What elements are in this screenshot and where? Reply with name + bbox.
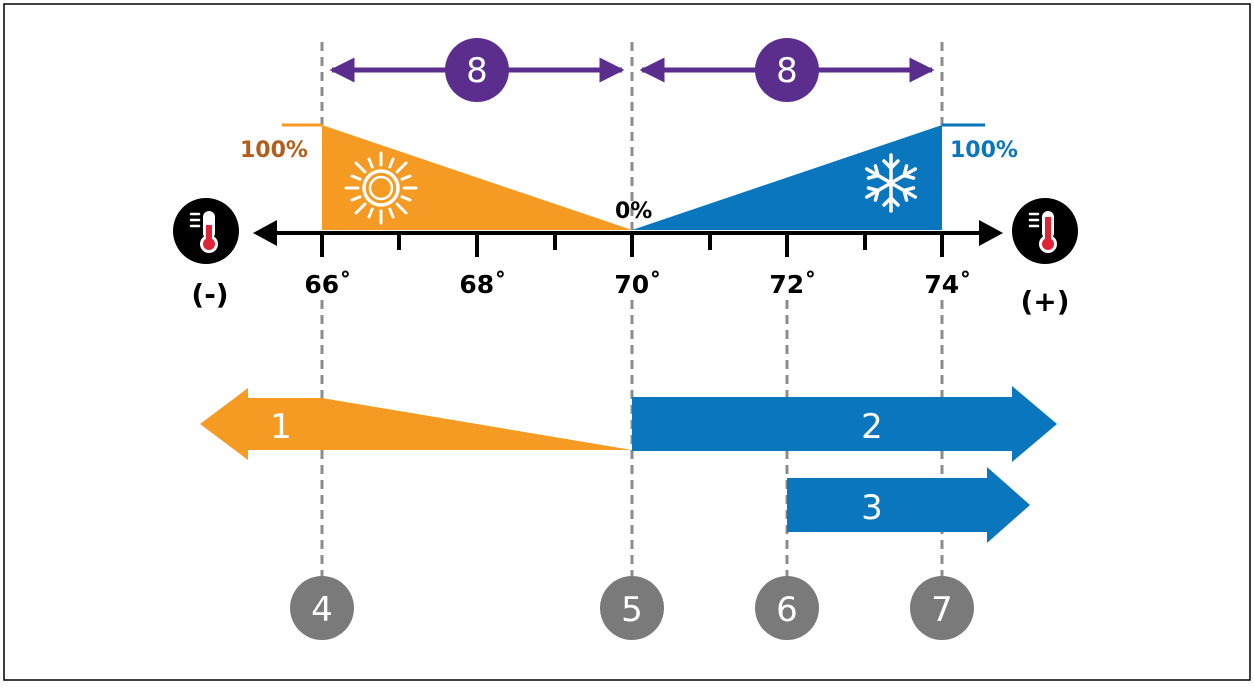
marker-6: 6: [755, 576, 819, 640]
zero-pct-label: 0%: [615, 199, 652, 224]
marker-7: 7: [910, 576, 974, 640]
plus-label: (+): [1020, 285, 1069, 318]
marker-4-label: 4: [311, 590, 333, 630]
cool-stage-2-arrow: 3: [787, 467, 1030, 543]
span-arrow-left: 8: [329, 38, 625, 102]
tick-label-72: 72˚: [769, 270, 816, 299]
tick-label-66: 66˚: [304, 270, 351, 299]
snowflake-icon: [865, 153, 917, 213]
axis-arrow-left: [253, 220, 277, 246]
tick-label-74: 74˚: [924, 270, 971, 299]
span-arrow-right: 8: [639, 38, 935, 102]
tick-label-68: 68˚: [459, 270, 506, 299]
cool-stage-1-arrow: 2: [632, 386, 1057, 462]
marker-5-label: 5: [621, 590, 643, 630]
span-badge-left: [445, 38, 509, 102]
tick-label-70: 70˚: [614, 270, 661, 299]
diagram-border: [3, 3, 1251, 681]
heat-100-label: 100%: [240, 138, 308, 163]
temperature-axis: 66˚ 68˚ 70˚ 72˚ 74˚: [253, 220, 1003, 299]
axis-arrow-right: [979, 220, 1003, 246]
span-badge-right: [755, 38, 819, 102]
cooling-ramp: [632, 125, 942, 230]
sun-icon: [344, 151, 418, 225]
marker-6-label: 6: [776, 590, 798, 630]
heat-stage-arrow: 1: [200, 388, 632, 460]
span-label-right: 8: [776, 51, 798, 91]
marker-4: 4: [290, 576, 354, 640]
marker-7-label: 7: [931, 590, 953, 630]
cool-100-label: 100%: [950, 138, 1018, 163]
cool-stage-1-label: 2: [861, 407, 883, 447]
thermometer-cold-icon: [173, 198, 239, 264]
minus-label: (-): [191, 278, 228, 311]
cool-stage-2-label: 3: [861, 488, 883, 528]
thermometer-hot-icon: [1012, 198, 1078, 264]
span-label-left: 8: [466, 51, 488, 91]
marker-5: 5: [600, 576, 664, 640]
heat-stage-label: 1: [270, 407, 292, 447]
heating-ramp: [322, 125, 632, 230]
